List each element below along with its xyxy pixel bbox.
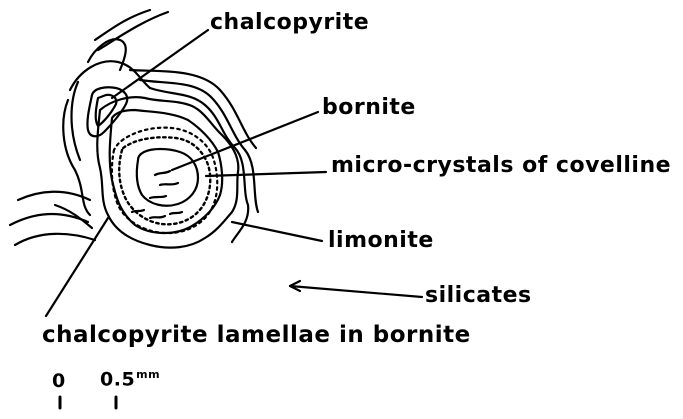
scale-unit: mm [136, 368, 160, 381]
lamellae-dash-2 [150, 216, 165, 218]
silicate-flow-3 [15, 234, 95, 245]
label-chalcopyrite: chalcopyrite [210, 10, 369, 35]
leader-limonite [232, 222, 322, 241]
leader-bornite [172, 112, 318, 170]
lamellae-dash-1 [132, 210, 144, 212]
leader-lamellae [46, 218, 108, 316]
outer-rim-2 [72, 82, 81, 160]
scale-end-value: 0.5 [100, 368, 135, 390]
lamellae-dash-3 [170, 212, 182, 214]
bornite-streak-2 [160, 183, 178, 185]
bornite-streak-3 [150, 196, 166, 198]
label-limonite: limonite [328, 228, 434, 253]
silicate-contour-4 [70, 61, 150, 90]
bornite-core [137, 149, 198, 206]
label-covelline: micro-crystals of covelline [331, 153, 671, 178]
leader-covelline [206, 172, 326, 176]
bornite-streak-1 [155, 171, 170, 175]
label-lamellae: chalcopyrite lamellae in bornite [42, 322, 471, 348]
silicate-flow-1 [18, 192, 90, 200]
scale-start-label: 0 [52, 370, 66, 392]
leader-silicates [290, 286, 422, 297]
label-bornite: bornite [322, 95, 416, 120]
label-silicates: silicates [425, 283, 532, 308]
scale-end-label: 0.5mm [100, 368, 160, 390]
